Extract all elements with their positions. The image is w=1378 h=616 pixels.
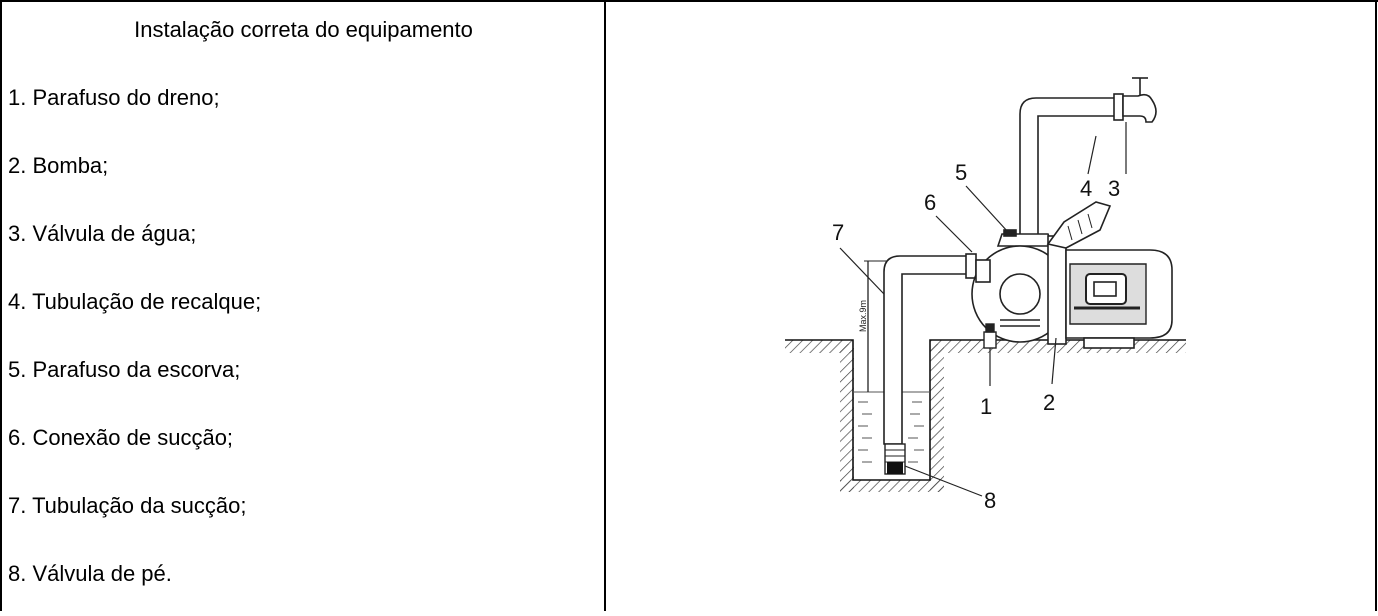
table-border-left [0, 0, 2, 611]
legend-item: 5. Parafuso da escorva; [8, 357, 241, 382]
pump-body [971, 201, 1173, 349]
legend-item: 3. Válvula de água; [8, 221, 197, 246]
water-valve [1122, 77, 1157, 123]
legend-item: 1. Parafuso do dreno; [8, 85, 220, 110]
pump-installation-diagram: Max.9m [785, 77, 1186, 513]
callout-3: 3 [1108, 176, 1120, 201]
legend-cell: Instalação correta do equipamento 1. Par… [3, 4, 604, 611]
depth-label: Max.9m [858, 300, 868, 332]
callout-numbers: 7 6 5 4 3 1 2 8 [832, 160, 1120, 513]
table-border-top [0, 0, 1378, 2]
legend-item: 6. Conexão de sucção; [8, 425, 234, 450]
table-border-right [1375, 0, 1377, 611]
legend-item: 7. Tubulação da sucção; [8, 493, 247, 518]
diagram-cell: Max.9m [607, 4, 1374, 611]
callout-2: 2 [1043, 390, 1055, 415]
legend-item: 2. Bomba; [8, 153, 109, 178]
depth-dimension: Max.9m [858, 260, 890, 392]
document-title: Instalação correta do equipamento [134, 17, 473, 42]
callout-leaders [839, 122, 1127, 497]
callout-4: 4 [1080, 176, 1092, 201]
callout-5: 5 [955, 160, 967, 185]
drain-screw [983, 323, 997, 349]
callout-8: 8 [984, 488, 996, 513]
table-border-middle [604, 0, 606, 611]
legend-item: 8. Válvula de pé. [8, 561, 172, 586]
callout-7: 7 [832, 220, 844, 245]
callout-1: 1 [980, 394, 992, 419]
discharge-pipe [1019, 93, 1124, 243]
legend-item: 4. Tubulação de recalque; [8, 289, 262, 314]
callout-6: 6 [924, 190, 936, 215]
foot-valve [884, 443, 906, 475]
